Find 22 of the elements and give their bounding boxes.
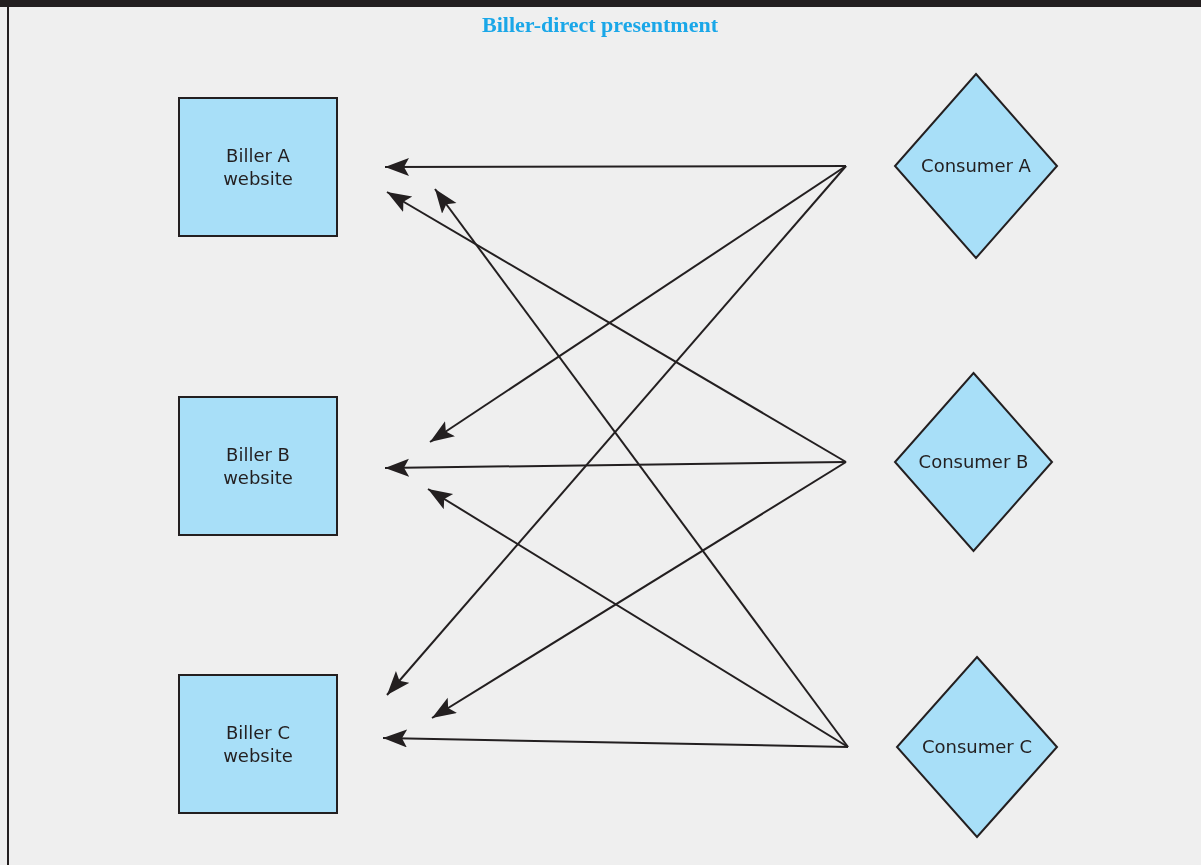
arrow <box>386 191 847 463</box>
arrow <box>434 188 849 748</box>
arrow <box>382 729 849 748</box>
node-label: Biller B website <box>222 442 294 490</box>
consumer-diamond <box>894 73 1058 259</box>
website-box <box>178 97 338 237</box>
arrow <box>384 458 847 477</box>
website-box <box>178 674 338 814</box>
website-box <box>178 396 338 536</box>
node-label: Biller C website <box>222 720 294 768</box>
consumer-diamond <box>896 656 1058 838</box>
arrow <box>384 157 847 176</box>
node-label: Consumer B <box>918 450 1029 474</box>
arrow <box>427 488 849 748</box>
node-label: Biller A website <box>222 143 294 191</box>
node-label: Consumer A <box>921 154 1031 178</box>
arrow <box>431 461 847 719</box>
node-label: Consumer C <box>921 735 1033 759</box>
diagram-title: Biller-direct presentment <box>481 12 719 38</box>
arrow <box>429 165 847 443</box>
arrow <box>386 165 847 696</box>
consumer-diamond <box>894 372 1053 552</box>
